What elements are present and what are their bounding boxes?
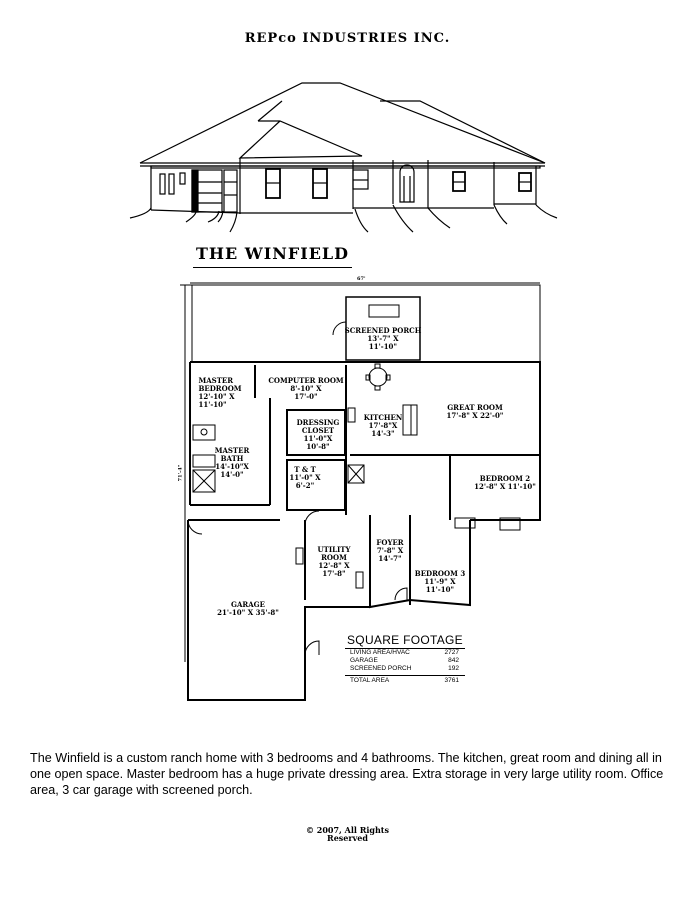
table-row: GARAGE 842 — [345, 657, 465, 665]
total-row: TOTAL AREA 3761 — [345, 675, 465, 685]
copyright-notice: © 2007, All Rights Reserved — [0, 826, 695, 842]
overall-depth-label: 71'-4" — [177, 464, 184, 482]
square-footage-table: SQUARE FOOTAGE LIVING AREA/HVAC 2727 GARA… — [345, 633, 465, 685]
row-value: 842 — [448, 657, 459, 664]
row-value: 2727 — [444, 649, 459, 656]
dimension-lines — [180, 282, 540, 662]
company-name: REPco INDUSTRIES INC. — [244, 31, 451, 46]
total-value: 3761 — [444, 677, 459, 684]
copyright-line: Reserved — [327, 833, 368, 843]
fixtures — [187, 363, 521, 656]
row-label: LIVING AREA/HVAC — [350, 649, 410, 656]
plan-title: THE WINFIELD — [193, 244, 353, 268]
house-walls — [187, 361, 541, 701]
row-label: SCREENED PORCH — [350, 665, 412, 672]
front-elevation — [129, 82, 558, 233]
copyright-line: © 2007, All Rights — [306, 825, 389, 835]
row-value: 192 — [448, 665, 459, 672]
row-label: GARAGE — [350, 657, 378, 664]
total-label: TOTAL AREA — [350, 677, 390, 684]
table-row: LIVING AREA/HVAC 2727 — [345, 649, 465, 657]
plan-description: The Winfield is a custom ranch home with… — [30, 751, 664, 797]
square-footage-title: SQUARE FOOTAGE — [345, 633, 465, 649]
table-row: SCREENED PORCH 192 — [345, 665, 465, 673]
screened-porch — [332, 296, 421, 361]
overall-width-label: 67' — [357, 276, 366, 282]
